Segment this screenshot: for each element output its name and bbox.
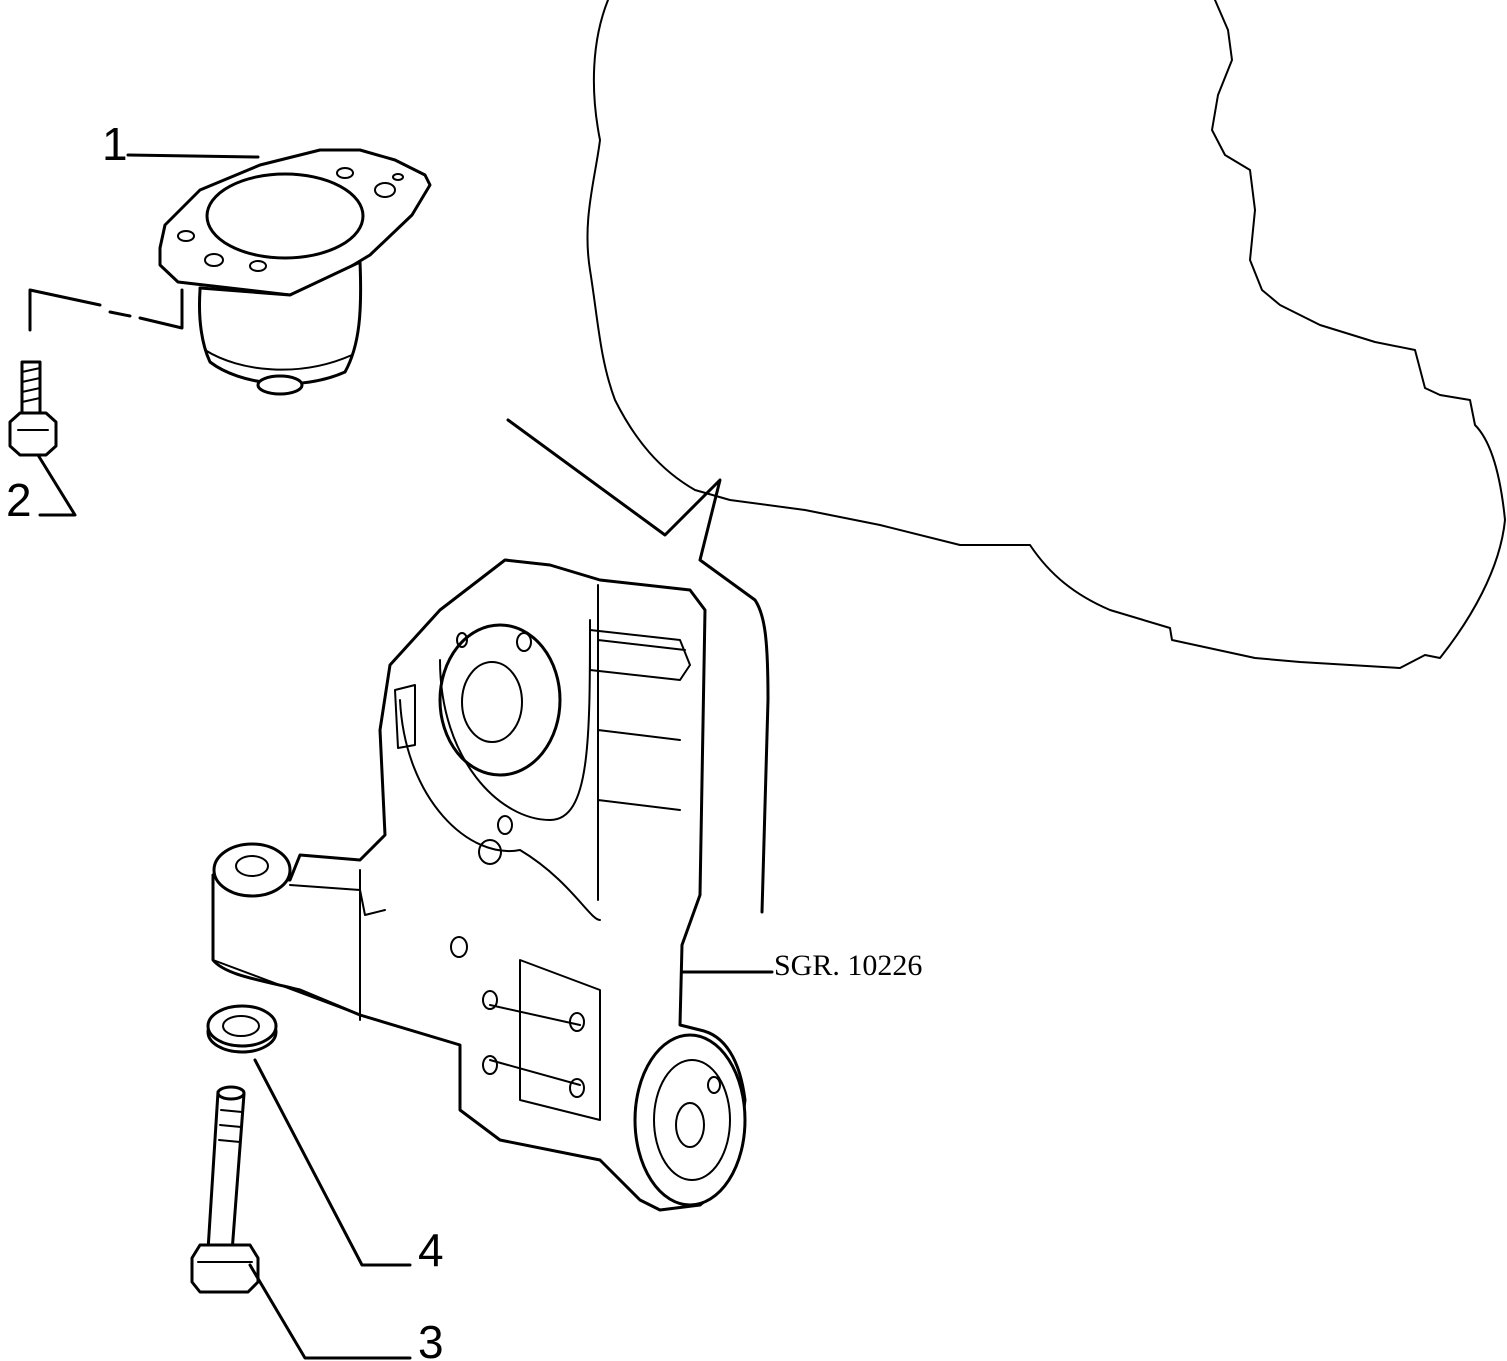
support-bracket-icon [211,558,747,1212]
leader-line-3 [248,1263,412,1360]
callout-label-4: 4 [418,1224,444,1276]
leader-line-4 [253,1058,412,1267]
engine-mount-icon [158,148,432,396]
washer-icon [206,1004,278,1054]
fit-direction-arrow [506,418,770,914]
long-bolt-icon [190,1085,260,1294]
bolt-axis-line [28,288,184,332]
flange-bolt-icon [8,360,58,457]
leader-line-1 [126,153,260,159]
callout-label-3: 3 [418,1316,444,1361]
callout-label-1: 1 [102,118,128,170]
leader-line-2 [36,453,77,517]
reference-code: SGR. 10226 [774,949,922,982]
gearbox-outline [586,0,1506,669]
callout-label-2: 2 [6,474,32,526]
leader-lines [28,153,774,1360]
